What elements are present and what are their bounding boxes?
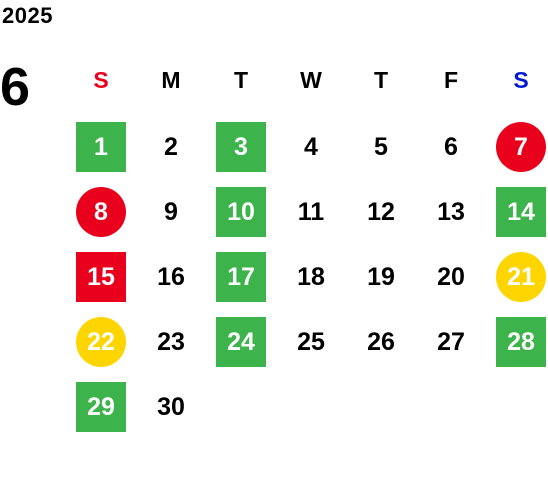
day-cell[interactable]: 8	[66, 187, 136, 237]
day-cell[interactable]: 24	[206, 317, 276, 367]
day-cell[interactable]: 23	[136, 320, 206, 364]
day-cell[interactable]: 30	[136, 385, 206, 429]
day-cell[interactable]: 21	[486, 252, 548, 302]
weekday-header: M	[161, 66, 181, 93]
weekday-header: T	[233, 66, 249, 93]
day-cell[interactable]: 28	[486, 317, 548, 367]
day-cell[interactable]: 10	[206, 187, 276, 237]
green-square-day-marker: 24	[216, 317, 266, 367]
green-square-day-marker: 14	[496, 187, 546, 237]
day-number: 16	[157, 262, 185, 291]
day-number: 19	[367, 262, 395, 291]
day-cell[interactable]: 1	[66, 122, 136, 172]
day-number: 26	[367, 327, 395, 356]
day-cell[interactable]: 6	[416, 125, 486, 169]
day-cell[interactable]: 3	[206, 122, 276, 172]
day-number: 27	[437, 327, 465, 356]
day-cell[interactable]: 5	[346, 125, 416, 169]
day-cell[interactable]: 11	[276, 190, 346, 234]
green-square-day-marker: 1	[76, 122, 126, 172]
weekday-header: T	[373, 66, 389, 93]
day-cell[interactable]: 26	[346, 320, 416, 364]
day-number: 20	[437, 262, 465, 291]
day-cell[interactable]: 4	[276, 125, 346, 169]
day-cell[interactable]: 2	[136, 125, 206, 169]
day-number: 30	[157, 392, 185, 421]
green-square-day-marker: 10	[216, 187, 266, 237]
green-square-day-marker: 28	[496, 317, 546, 367]
day-cell[interactable]: 13	[416, 190, 486, 234]
day-number: 2	[164, 132, 178, 161]
day-cell[interactable]: 22	[66, 317, 136, 367]
red-circle-day-marker: 8	[76, 187, 126, 237]
day-number: 25	[297, 327, 325, 356]
day-cell[interactable]: 25	[276, 320, 346, 364]
year-label: 2025	[2, 3, 53, 28]
day-cell[interactable]: 18	[276, 255, 346, 299]
day-cell[interactable]: 27	[416, 320, 486, 364]
green-square-day-marker: 17	[216, 252, 266, 302]
red-circle-day-marker: 7	[496, 122, 546, 172]
day-cell[interactable]: 17	[206, 252, 276, 302]
yellow-circle-day-marker: 22	[76, 317, 126, 367]
day-cell[interactable]: 20	[416, 255, 486, 299]
day-number: 4	[304, 132, 318, 161]
day-number: 12	[367, 197, 395, 226]
day-cell[interactable]: 14	[486, 187, 548, 237]
yellow-circle-day-marker: 21	[496, 252, 546, 302]
month-number: 6	[0, 57, 31, 117]
green-square-day-marker: 29	[76, 382, 126, 432]
day-cell[interactable]: 29	[66, 382, 136, 432]
day-cell[interactable]: 19	[346, 255, 416, 299]
day-number: 9	[164, 197, 178, 226]
day-cell[interactable]: 9	[136, 190, 206, 234]
weekday-header: F	[443, 66, 459, 93]
weekday-header: W	[300, 66, 322, 93]
green-square-day-marker: 3	[216, 122, 266, 172]
day-number: 23	[157, 327, 185, 356]
weekday-header: S	[513, 66, 529, 93]
red-square-day-marker: 15	[76, 252, 126, 302]
day-number: 5	[374, 132, 388, 161]
day-cell[interactable]: 12	[346, 190, 416, 234]
day-number: 13	[437, 197, 465, 226]
day-number: 18	[297, 262, 325, 291]
day-cell[interactable]: 16	[136, 255, 206, 299]
day-cell[interactable]: 7	[486, 122, 548, 172]
day-cell[interactable]: 15	[66, 252, 136, 302]
day-number: 6	[444, 132, 458, 161]
weekday-header: S	[93, 66, 109, 93]
day-number: 11	[297, 197, 325, 226]
